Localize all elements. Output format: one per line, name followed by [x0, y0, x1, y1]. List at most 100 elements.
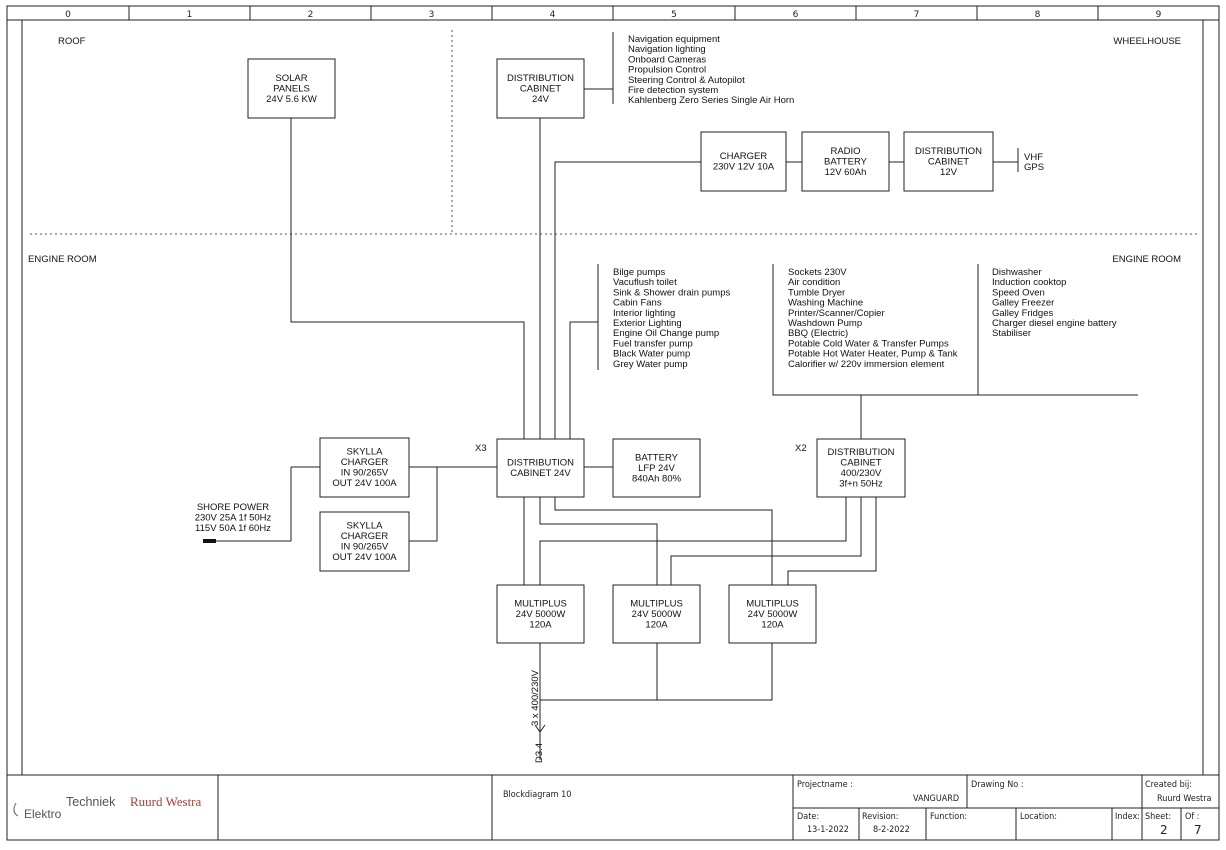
- shore-text: 115V 50A 1f 60Hz: [195, 523, 271, 534]
- list-item: Propulsion Control: [628, 65, 706, 76]
- created-value: Ruurd Westra: [1157, 794, 1212, 804]
- list-item: Steering Control & Autopilot: [628, 75, 745, 86]
- box-text: 24V 5.6 KW: [266, 94, 317, 105]
- grid-label: 1: [187, 10, 193, 20]
- list-item: Sink & Shower drain pumps: [613, 287, 730, 298]
- list-item: Navigation equipment: [628, 34, 720, 45]
- list-item: Potable Hot Water Heater, Pump & Tank: [788, 349, 958, 360]
- list-item: Engine Oil Change pump: [613, 328, 719, 339]
- box-text: CABINET: [520, 83, 561, 94]
- location-label: Location:: [1020, 812, 1057, 822]
- box-text: 12V: [940, 167, 958, 178]
- list-item: Interior lighting: [613, 308, 675, 319]
- box-text: CHARGER: [720, 151, 768, 162]
- list-item: Washdown Pump: [788, 318, 862, 329]
- box-text: OUT 24V 100A: [332, 552, 397, 563]
- box-text: MULTIPLUS: [630, 598, 683, 609]
- sheet-label: Sheet:: [1145, 812, 1171, 822]
- drawing-frame: [6, 5, 1220, 841]
- box-text: LFP 24V: [638, 463, 675, 474]
- list-item: Speed Oven: [992, 287, 1045, 298]
- x2-label: X2: [795, 443, 807, 454]
- zone-roof-label: ROOF: [58, 36, 86, 47]
- list-item: Induction cooktop: [992, 277, 1066, 288]
- grid-label: 7: [914, 10, 920, 20]
- list-item: Tumble Dryer: [788, 287, 845, 298]
- date-label: Date:: [797, 812, 819, 822]
- list-item: Potable Cold Water & Transfer Pumps: [788, 338, 949, 349]
- box-text: CHARGER: [341, 457, 389, 468]
- box-text: DISTRIBUTION: [827, 447, 894, 458]
- list-item: Air condition: [788, 277, 840, 288]
- output-ref-label: D3.4: [534, 743, 545, 763]
- list-item: Galley Freezer: [992, 298, 1054, 309]
- wiring: [216, 32, 1138, 760]
- box-text: CHARGER: [341, 531, 389, 542]
- box-text: PANELS: [273, 83, 310, 94]
- box-text: IN 90/265V: [341, 542, 389, 553]
- revision-value: 8-2-2022: [873, 825, 910, 835]
- list-item: Navigation lighting: [628, 44, 706, 55]
- box-text: 24V 5000W: [632, 609, 682, 620]
- list-item: Onboard Cameras: [628, 54, 706, 65]
- box-text: SKYLLA: [347, 521, 384, 532]
- revision-label: Revision:: [862, 812, 899, 822]
- drawing-title: Blockdiagram 10: [503, 790, 571, 800]
- box-text: 24V 5000W: [748, 609, 798, 620]
- grid-label: 2: [308, 10, 314, 20]
- of-value: 7: [1194, 823, 1202, 837]
- list-item: Bilge pumps: [613, 267, 666, 278]
- shore-text: 230V 25A 1f 50Hz: [195, 513, 272, 524]
- output-voltage-label: 3 x 400/230V: [530, 669, 541, 726]
- grid-label: 9: [1156, 10, 1162, 20]
- vhf-text: GPS: [1024, 162, 1044, 173]
- box-text: CABINET 24V: [510, 468, 571, 479]
- company-logo-icon: [13, 802, 19, 817]
- list-item: Charger diesel engine battery: [992, 318, 1117, 329]
- list-item: Washing Machine: [788, 298, 863, 309]
- box-text: RADIO: [830, 146, 860, 157]
- box-text: 24V 5000W: [516, 609, 566, 620]
- box-text: OUT 24V 100A: [332, 478, 397, 489]
- list-item: Galley Fridges: [992, 308, 1053, 319]
- box-text: 24V: [532, 94, 550, 105]
- box-text: 400/230V: [841, 468, 882, 479]
- shore-plug-icon: [203, 539, 216, 543]
- box-text: DISTRIBUTION: [507, 73, 574, 84]
- box-text: DISTRIBUTION: [915, 146, 982, 157]
- list-item: Dishwasher: [992, 267, 1042, 278]
- of-label: Of :: [1185, 812, 1200, 822]
- shore-text: SHORE POWER: [197, 502, 269, 513]
- company-name-b: Ruurd Westra: [130, 794, 202, 809]
- grid-label: 3: [429, 10, 435, 20]
- list-item: Exterior Lighting: [613, 318, 682, 329]
- list-item: Fuel transfer pump: [613, 338, 693, 349]
- list-item: Printer/Scanner/Copier: [788, 308, 885, 319]
- list-item: Vacuflush toilet: [613, 277, 677, 288]
- company-name-c: Elektro: [24, 807, 62, 821]
- box-text: MULTIPLUS: [746, 598, 799, 609]
- grid-label: 5: [671, 10, 677, 20]
- grid-label: 8: [1035, 10, 1041, 20]
- list-item: Sockets 230V: [788, 267, 847, 278]
- zone-engine-room-left-label: ENGINE ROOM: [28, 254, 97, 265]
- vhf-text: VHF: [1024, 152, 1043, 163]
- box-text: 230V 12V 10A: [713, 162, 775, 173]
